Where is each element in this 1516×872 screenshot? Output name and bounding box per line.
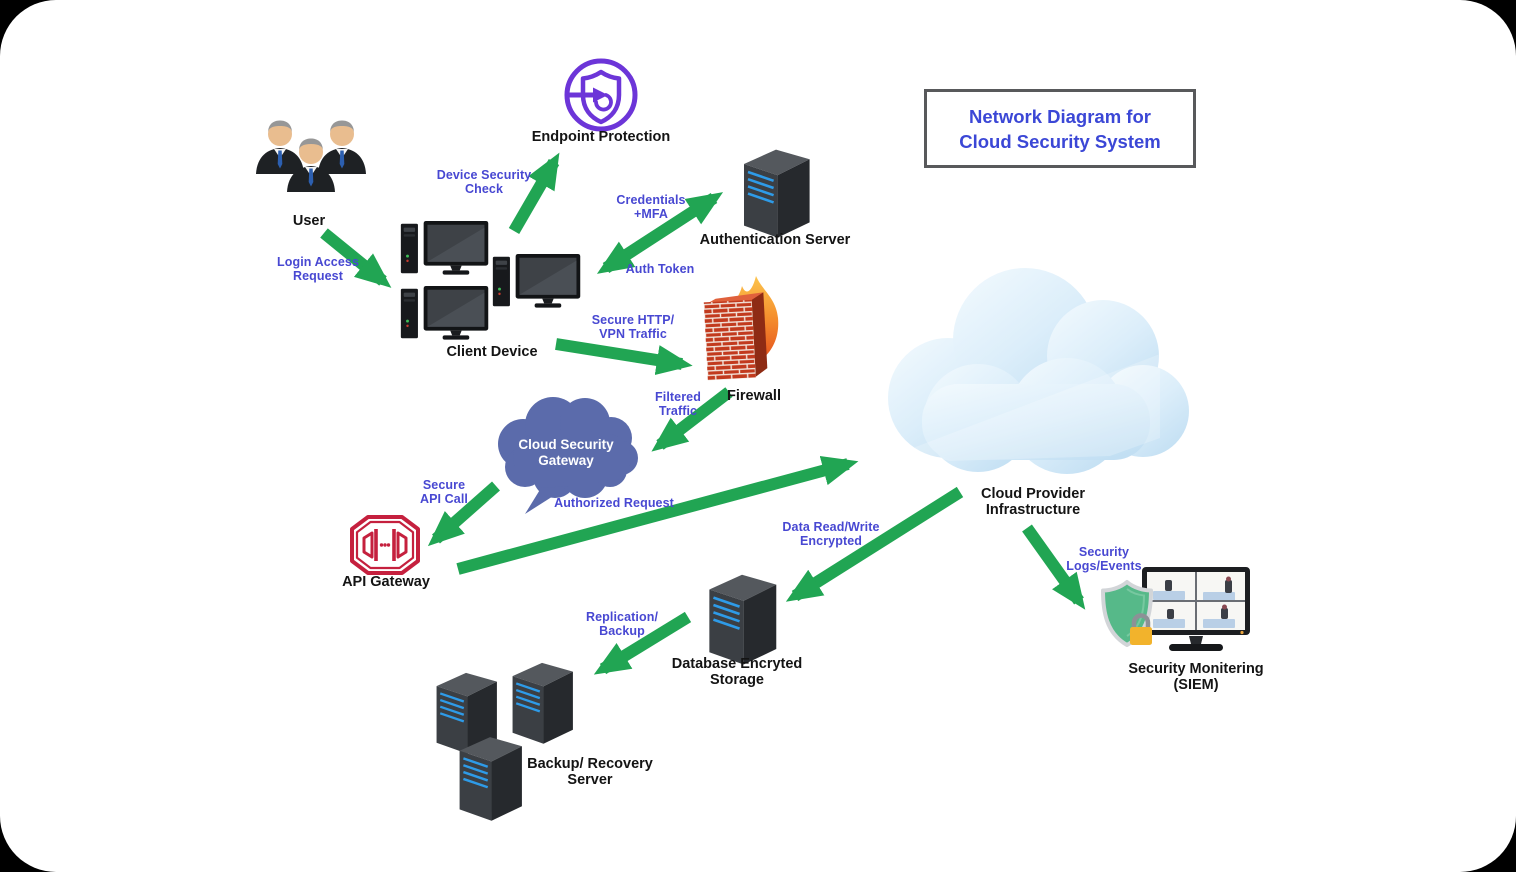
endpoint-protection-label: Endpoint Protection: [531, 129, 671, 145]
diagram-title-line2: Cloud Security System: [959, 130, 1161, 152]
auth-server-icon: [736, 140, 816, 240]
cloud-provider-label: Cloud Provider Infrastructure: [981, 486, 1085, 518]
diagram-title: Network Diagram for Cloud Security Syste…: [924, 89, 1196, 168]
shield-scan-icon: [564, 58, 638, 132]
flow-label-security-logs: Security Logs/Events: [1066, 545, 1142, 573]
flow-label-authorized-request: Authorized Request: [554, 496, 674, 510]
siem-label: Security Monitering (SIEM): [1128, 661, 1264, 693]
users-icon: [256, 120, 366, 192]
shield-lock-icon: [1101, 580, 1153, 647]
cloud-security-gateway-label: Cloud Security Gateway: [518, 437, 614, 468]
flow-label-credentials: Credentials +MFA: [616, 193, 686, 221]
database-storage-label: Database Encryted Storage: [671, 656, 803, 688]
flow-label-data-rw: Data Read/Write Encrypted: [782, 520, 880, 548]
flow-label-secure-http: Secure HTTP/ VPN Traffic: [591, 313, 675, 341]
api-gateway-label: API Gateway: [342, 574, 430, 590]
desktop-computer-icon: [398, 218, 493, 279]
authentication-server-label: Authentication Server: [699, 232, 851, 248]
flow-label-device-security: Device Security Check: [436, 168, 532, 196]
thought-cloud-icon: [498, 397, 638, 514]
backup-server-label: Backup/ Recovery Server: [527, 756, 653, 788]
octagon-gateway-icon: [350, 515, 420, 575]
cloud-icon: [888, 268, 1189, 474]
database-server-icon: [701, 565, 783, 667]
client-device-label: Client Device: [446, 344, 538, 360]
firewall-label: Firewall: [727, 388, 781, 404]
monitor-icon: [1142, 567, 1250, 651]
user-label: User: [292, 213, 326, 229]
flow-label-login-access: Login Access Request: [276, 255, 359, 283]
flow-label-secure-api: Secure API Call: [419, 478, 469, 506]
desktop-computer-icon: [490, 251, 585, 312]
flow-label-replication: Replication/ Backup: [585, 610, 659, 638]
desktop-computer-icon: [398, 283, 493, 344]
diagram-title-line1: Network Diagram for: [969, 105, 1151, 127]
brick-wall-flame-icon: [703, 276, 779, 381]
flow-label-filtered-traffic: Filtered Traffic: [655, 390, 701, 418]
flow-label-auth-token: Auth Token: [625, 262, 695, 276]
